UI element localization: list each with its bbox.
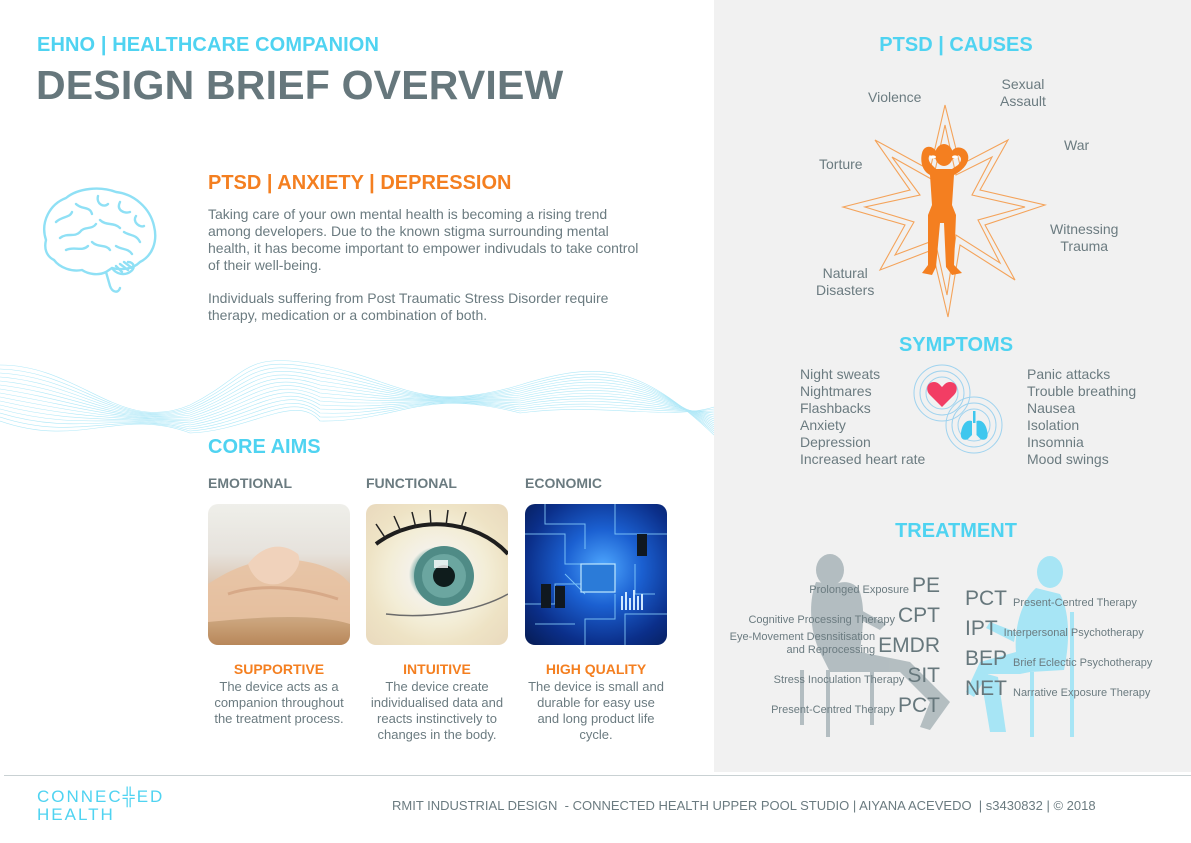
symptom-item: Depression (800, 434, 871, 450)
cause-war: War (1064, 137, 1090, 153)
intro-paragraph: Individuals suffering from Post Traumati… (208, 290, 609, 323)
treatment-item-ipt: IPT Interpersonal Psychotherapy (965, 617, 1144, 640)
page-title: DESIGN BRIEF OVERVIEW (36, 62, 564, 108)
treatment-item-pct: Present-Centred Therapy PCT (771, 694, 940, 717)
wave-decoration (0, 360, 714, 436)
symptom-item: Trouble breathing (1027, 383, 1137, 399)
heart-lungs-icon (913, 364, 1003, 454)
aim-description: The device acts as a companion throughou… (214, 679, 344, 726)
circuit-board-photo (525, 504, 667, 645)
symptom-item: Nausea (1027, 400, 1076, 416)
heart-icon (927, 382, 957, 407)
symptom-item: Anxiety (800, 417, 846, 433)
symptoms-list-right: Panic attacks Trouble breathing Nausea I… (1027, 366, 1136, 468)
eye-closeup-photo (366, 504, 508, 645)
connected-health-logo: CONNEC╬ED HEALTH (37, 787, 165, 824)
cause-sexual-assault: Sexual Assault (1000, 76, 1046, 109)
brand-subtitle: EHNO | HEALTHCARE COMPANION (37, 34, 379, 56)
causes-heading: PTSD | CAUSES (879, 34, 1033, 56)
core-aim-emotional: EMOTIONAL SUPPORTIVE The device acts as … (208, 475, 350, 727)
footer-credits: RMIT INDUSTRIAL DESIGN - CONNECTED HEALT… (392, 798, 1096, 813)
symptom-item: Flashbacks (800, 400, 871, 416)
explosion-figure-icon (840, 104, 1048, 318)
symptom-item: Increased heart rate (800, 451, 926, 467)
aim-category: FUNCTIONAL (366, 475, 457, 491)
holding-hands-photo (208, 504, 350, 645)
symptom-item: Insomnia (1027, 434, 1084, 450)
core-aims-heading: CORE AIMS (208, 436, 321, 458)
treatment-item-sit: Stress Inoculation Therapy SIT (773, 664, 940, 687)
treatment-item-pct: PCT Present-Centred Therapy (965, 587, 1137, 610)
symptom-item: Night sweats (800, 366, 881, 382)
aim-description: The device is small and durable for easy… (528, 679, 664, 742)
seated-woman-silhouette-icon (800, 554, 950, 737)
cause-torture: Torture (819, 156, 863, 172)
intro-heading: PTSD | ANXIETY | DEPRESSION (208, 172, 512, 194)
symptom-item: Panic attacks (1027, 366, 1111, 382)
treatment-item-emdr: Eye-Movement Desnsitisation and Reproces… (729, 631, 940, 657)
treatment-item-bep: BEP Brief Eclectic Psychotherapy (965, 647, 1153, 670)
symptom-item: Isolation (1027, 417, 1080, 433)
aim-category: ECONOMIC (525, 475, 602, 491)
intro-paragraph: Taking care of your own mental health is… (208, 206, 639, 273)
aim-category: EMOTIONAL (208, 475, 292, 491)
seated-man-silhouette-icon (966, 556, 1074, 737)
treatment-item-net: NET Narrative Exposure Therapy (965, 677, 1151, 700)
footer-divider (4, 775, 1191, 776)
symptoms-list-left: Night sweats Nightmares Flashbacks Anxie… (800, 366, 925, 468)
symptom-item: Mood swings (1027, 451, 1109, 467)
core-aim-functional: FUNCTIONAL INTUITIVE The device create i… (366, 475, 508, 743)
aim-title: HIGH QUALITY (545, 661, 647, 677)
cause-natural-disasters: Natural Disasters (816, 265, 875, 298)
treatment-list-right: PCT Present-Centred Therapy IPT Interper… (965, 580, 1152, 700)
treatment-item-cpt: Cognitive Processing Therapy CPT (748, 604, 940, 627)
treatment-list-left: Prolonged Exposure PE Cognitive Processi… (730, 567, 940, 717)
treatment-item-pe: Prolonged Exposure PE (809, 574, 940, 597)
symptoms-heading: SYMPTOMS (898, 334, 1014, 356)
aim-description: The device create individualised data an… (370, 679, 504, 742)
cause-witnessing-trauma: Witnessing Trauma (1050, 221, 1119, 254)
core-aim-economic: ECONOMIC HIGH QUALITY The device is smal… (525, 475, 667, 743)
aim-title: SUPPORTIVE (233, 661, 325, 677)
treatment-heading: TREATMENT (895, 520, 1017, 542)
aim-title: INTUITIVE (403, 661, 471, 677)
brain-icon (43, 187, 157, 293)
symptom-item: Nightmares (800, 383, 872, 399)
cause-violence: Violence (868, 89, 922, 105)
lungs-icon (960, 411, 988, 440)
